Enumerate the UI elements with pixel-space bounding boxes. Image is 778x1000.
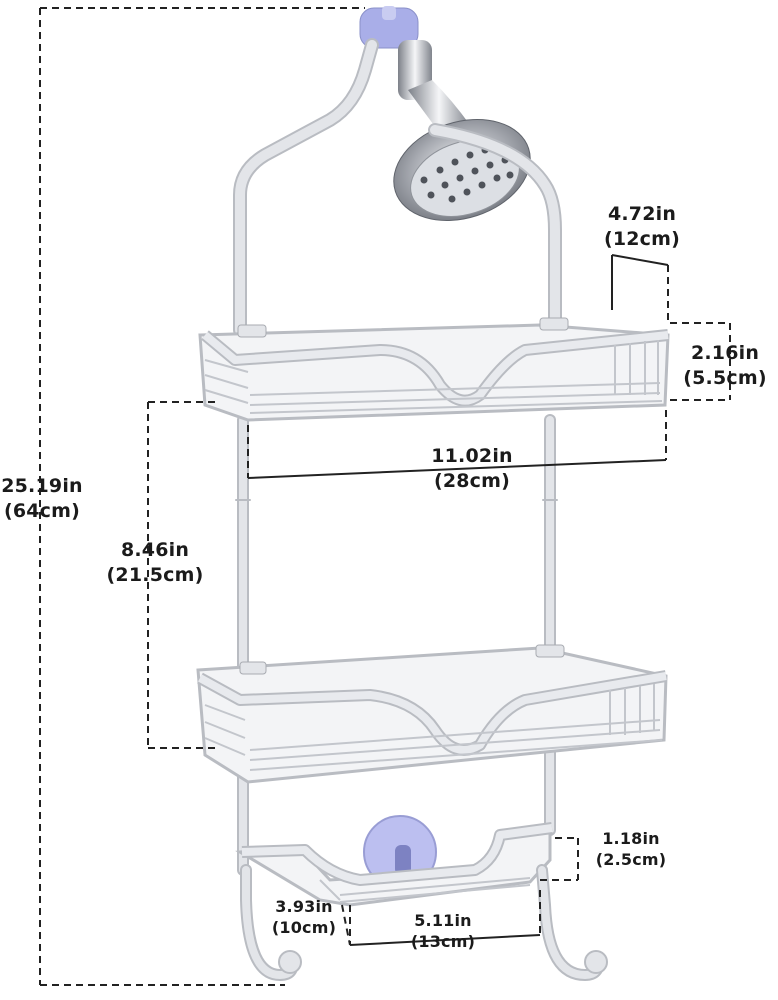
dim-shelf-height: 2.16in (5.5cm) — [680, 341, 770, 391]
dim-width-cm: (28cm) — [433, 470, 511, 492]
dim-shelf-gap: 8.46in (21.5cm) — [103, 538, 207, 588]
dim-total-height-in: 25.19in — [1, 475, 83, 497]
dim-depth-cm: (12cm) — [603, 228, 681, 250]
bottom-hooks — [240, 864, 608, 982]
dimension-lines — [39, 7, 731, 986]
dim-soap-height-in: 1.18in — [602, 829, 660, 848]
dim-soap-height: 1.18in (2.5cm) — [590, 828, 672, 870]
dim-depth: 4.72in (12cm) — [600, 202, 684, 252]
dim-shelf-gap-cm: (21.5cm) — [106, 564, 204, 586]
hanger-frame — [233, 38, 562, 876]
dim-soap-depth-cm: (10cm) — [271, 918, 337, 937]
dim-soap-depth-in: 3.93in — [275, 897, 333, 916]
dim-width: 11.02in (28cm) — [424, 444, 520, 494]
top-shelf — [198, 317, 670, 422]
dim-shelf-height-in: 2.16in — [690, 342, 760, 364]
dim-soap-width: 5.11in (13cm) — [400, 910, 486, 952]
soap-dish — [235, 815, 553, 907]
shower-head — [393, 118, 531, 222]
dim-total-height-cm: (64cm) — [3, 500, 81, 522]
dim-soap-width-in: 5.11in — [414, 911, 472, 930]
dim-depth-in: 4.72in — [607, 203, 677, 225]
dim-soap-depth: 3.93in (10cm) — [268, 896, 340, 938]
dim-soap-width-cm: (13cm) — [410, 932, 476, 951]
dim-width-in: 11.02in — [431, 445, 513, 467]
middle-shelf — [196, 644, 668, 784]
dim-shelf-height-cm: (5.5cm) — [683, 367, 767, 389]
top-suction-cup — [359, 6, 419, 49]
dim-shelf-gap-in: 8.46in — [120, 539, 190, 561]
dim-total-height: 25.19in (64cm) — [0, 474, 84, 524]
dimension-solid-lines — [247, 254, 669, 946]
dim-soap-height-cm: (2.5cm) — [595, 850, 667, 869]
